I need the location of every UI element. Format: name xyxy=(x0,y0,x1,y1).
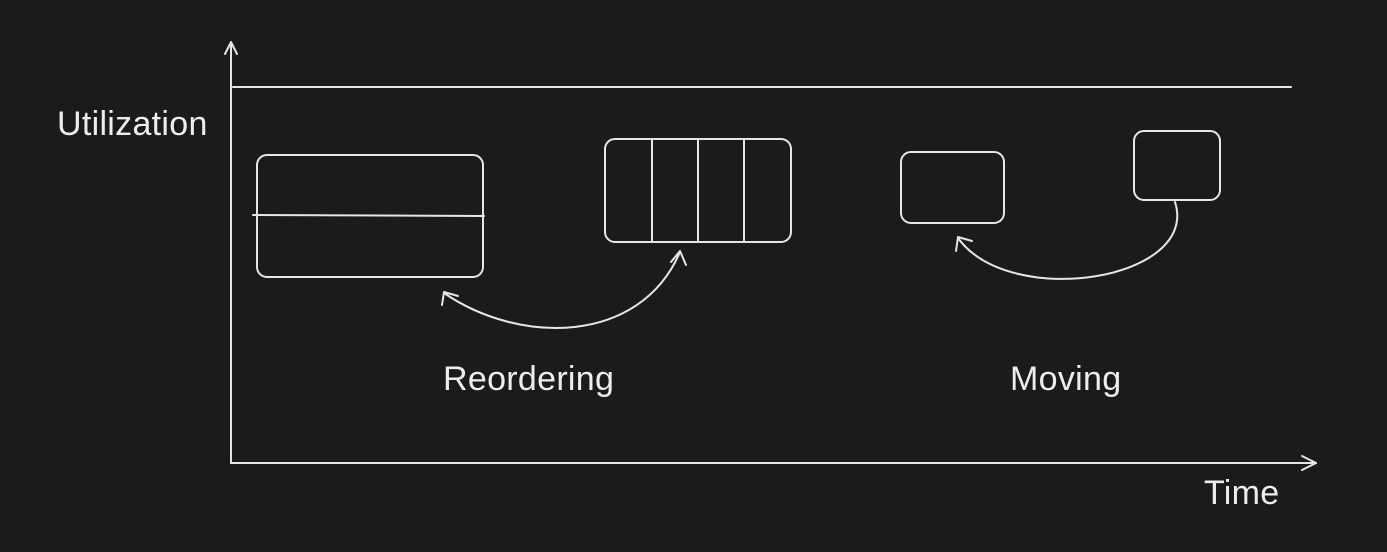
reordering-label: Reordering xyxy=(443,360,615,398)
x-axis-label: Time xyxy=(1204,474,1280,512)
reordering-arrow xyxy=(443,251,681,329)
moving-arrowhead xyxy=(955,236,973,252)
reordering-source-divider xyxy=(252,214,485,217)
moving-arrow xyxy=(957,201,1179,280)
moving-label: Moving xyxy=(1010,360,1122,398)
reordering-arrowhead-left xyxy=(441,291,459,306)
moving-destination-block xyxy=(900,151,1005,224)
reordering-arrowhead-right xyxy=(670,250,687,266)
y-axis-label: Utilization xyxy=(57,105,208,143)
y-axis-arrowhead xyxy=(224,41,238,55)
moving-source-block xyxy=(1133,130,1221,201)
x-axis-arrowhead xyxy=(1301,455,1317,471)
